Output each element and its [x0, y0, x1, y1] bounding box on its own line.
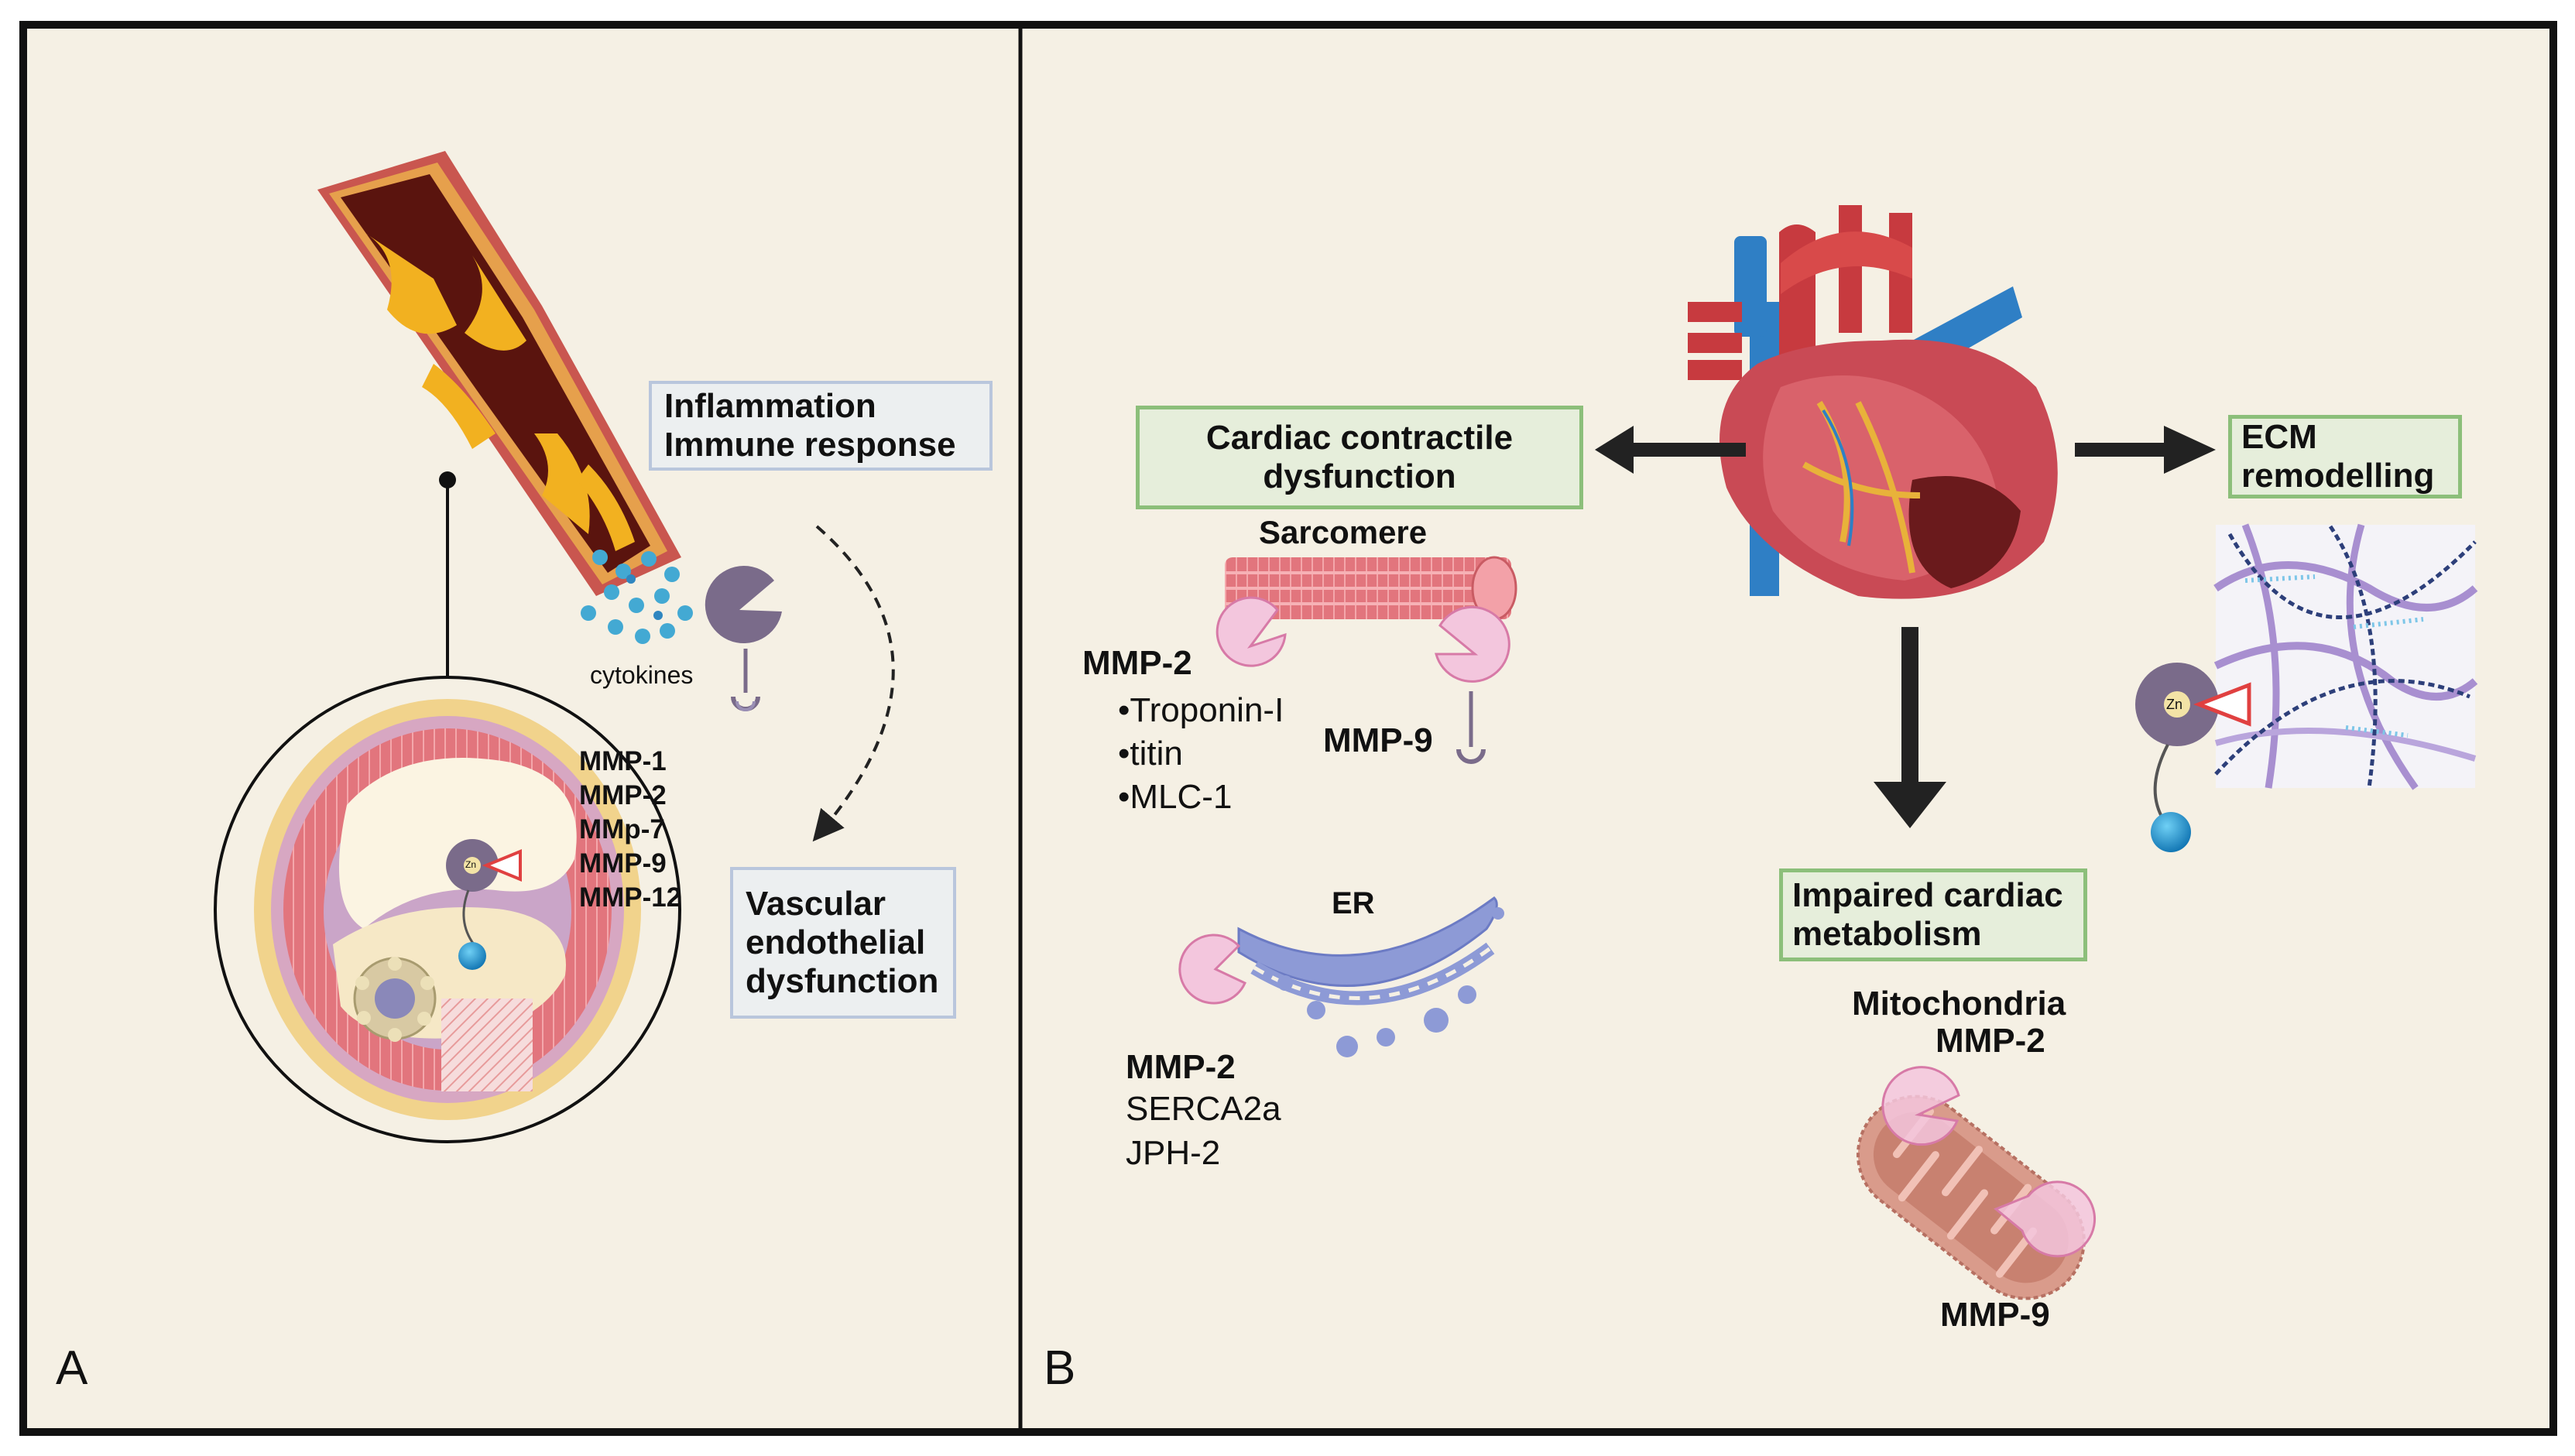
mmp9-pink-enzyme-mito: [1994, 1180, 2096, 1258]
er-mmp2-label: MMP-2: [1126, 1048, 1236, 1086]
sarcomere-target: •Troponin-I: [1118, 691, 1284, 729]
mmp-list-panel-a: MMP-1 MMP-2 MMp-7 MMP-9 MMP-12: [579, 745, 681, 915]
cytokines-label: cytokines: [590, 661, 694, 689]
er-targets: SERCA2a JPH-2: [1126, 1087, 1281, 1175]
sarcomere-target: •MLC-1: [1118, 778, 1233, 816]
mmp-list-item: MMP-12: [579, 882, 682, 913]
er-label: ER: [1332, 886, 1375, 920]
mmp2-pink-enzyme-sarcomere: [1215, 596, 1287, 667]
ecm-remodelling-box: ECM remodelling: [2228, 415, 2462, 498]
mmp-list-item: MMP-9: [579, 848, 667, 879]
sarcomere-targets: •Troponin-I •titin •MLC-1: [1118, 689, 1284, 819]
outer-frame: [19, 21, 2557, 1436]
heart-arrows: [1595, 426, 2216, 828]
mmp2-pink-enzyme-er: [1178, 934, 1246, 1005]
mmp-list-item: MMP-2: [579, 780, 667, 810]
cytokine-dots: [581, 550, 693, 644]
vascular-line-2: endothelial: [746, 923, 926, 961]
sarcomere-mmp2-label: MMP-2: [1082, 644, 1192, 682]
vascular-line-3: dysfunction: [746, 962, 939, 1001]
mitochondria-label: Mitochondria: [1852, 985, 2066, 1023]
sarcomere-target: •titin: [1118, 735, 1183, 773]
contractile-line-1: Cardiac contractile: [1205, 418, 1514, 457]
er-target: SERCA2a: [1126, 1090, 1281, 1128]
er-target: JPH-2: [1126, 1134, 1221, 1172]
zn-enzyme-large: [2135, 663, 2251, 852]
er-illustration: [1237, 896, 1504, 1057]
heart-illustration: [1688, 205, 2058, 599]
blood-vessel-illustration: [317, 151, 681, 596]
sarcomere-illustration: [1225, 556, 1517, 621]
contractile-dysfunction-box: Cardiac contractile dysfunction: [1136, 406, 1583, 509]
ecm-fibres-illustration: [2213, 523, 2478, 790]
mmp2-pink-enzyme-mito: [1881, 1066, 1960, 1146]
ecm-line-1: ECM: [2241, 417, 2317, 456]
zn-label-large: Zn: [2166, 697, 2183, 712]
mmp-list-item: MMP-1: [579, 746, 667, 776]
sarcomere-label: Sarcomere: [1259, 514, 1428, 550]
panel-letter-a: A: [56, 1341, 88, 1395]
metabolism-line-2: metabolism: [1792, 915, 1982, 953]
mmp9-pink-enzyme-sarcomere: [1435, 605, 1510, 764]
inflammation-line-1: Inflammation: [664, 386, 876, 425]
metabolism-line-1: Impaired cardiac: [1792, 875, 2063, 914]
vascular-box: Vascular endothelial dysfunction: [730, 867, 956, 1019]
mito-mmp9-label: MMP-9: [1940, 1296, 2050, 1334]
vessel-cross-section: [214, 676, 681, 1143]
contractile-line-2: dysfunction: [1263, 457, 1456, 495]
sarcomere-mmp9-label: MMP-9: [1323, 721, 1433, 759]
mito-mmp2-label: MMP-2: [1936, 1022, 2045, 1060]
impaired-metabolism-box: Impaired cardiac metabolism: [1779, 868, 2087, 961]
panel-letter-b: B: [1044, 1341, 1076, 1395]
inflammation-line-2: Immune response: [664, 426, 956, 464]
ecm-line-2: remodelling: [2241, 457, 2435, 495]
mmp-list-item: MMp-7: [579, 814, 665, 844]
vascular-line-1: Vascular: [746, 884, 886, 923]
mmp-enzyme-icon: [705, 566, 782, 711]
zn-label-small: Zn: [465, 859, 477, 870]
zn-enzyme-small: [446, 839, 522, 970]
inflammation-box: Inflammation Immune response: [649, 381, 993, 471]
